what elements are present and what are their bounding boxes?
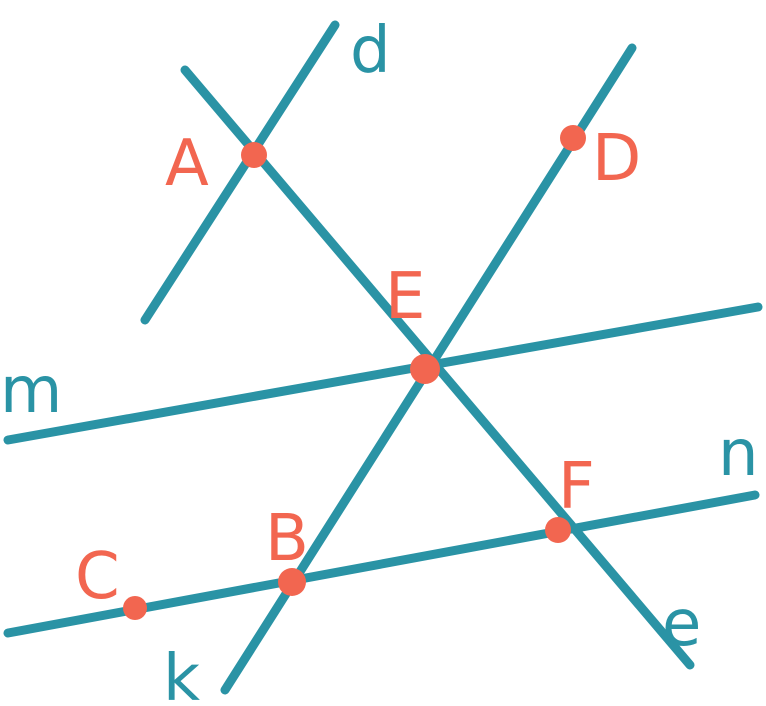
label-point-C: C bbox=[75, 540, 120, 614]
label-point-A: A bbox=[165, 127, 209, 201]
label-line-m: m bbox=[0, 354, 62, 428]
label-point-D: D bbox=[592, 122, 641, 196]
label-line-n: n bbox=[718, 417, 759, 491]
label-point-B: B bbox=[265, 502, 309, 576]
point-B bbox=[278, 568, 306, 596]
point-A bbox=[241, 142, 267, 168]
label-point-E: E bbox=[385, 260, 425, 334]
line-m bbox=[3, 302, 763, 445]
label-point-F: F bbox=[558, 450, 595, 524]
point-D bbox=[560, 125, 586, 151]
point-E bbox=[410, 354, 440, 384]
label-line-d: d bbox=[350, 14, 391, 88]
label-line-k: k bbox=[163, 642, 200, 706]
label-line-e: e bbox=[662, 587, 701, 661]
line-d bbox=[140, 20, 340, 325]
point-F bbox=[545, 517, 571, 543]
point-C bbox=[123, 596, 147, 620]
